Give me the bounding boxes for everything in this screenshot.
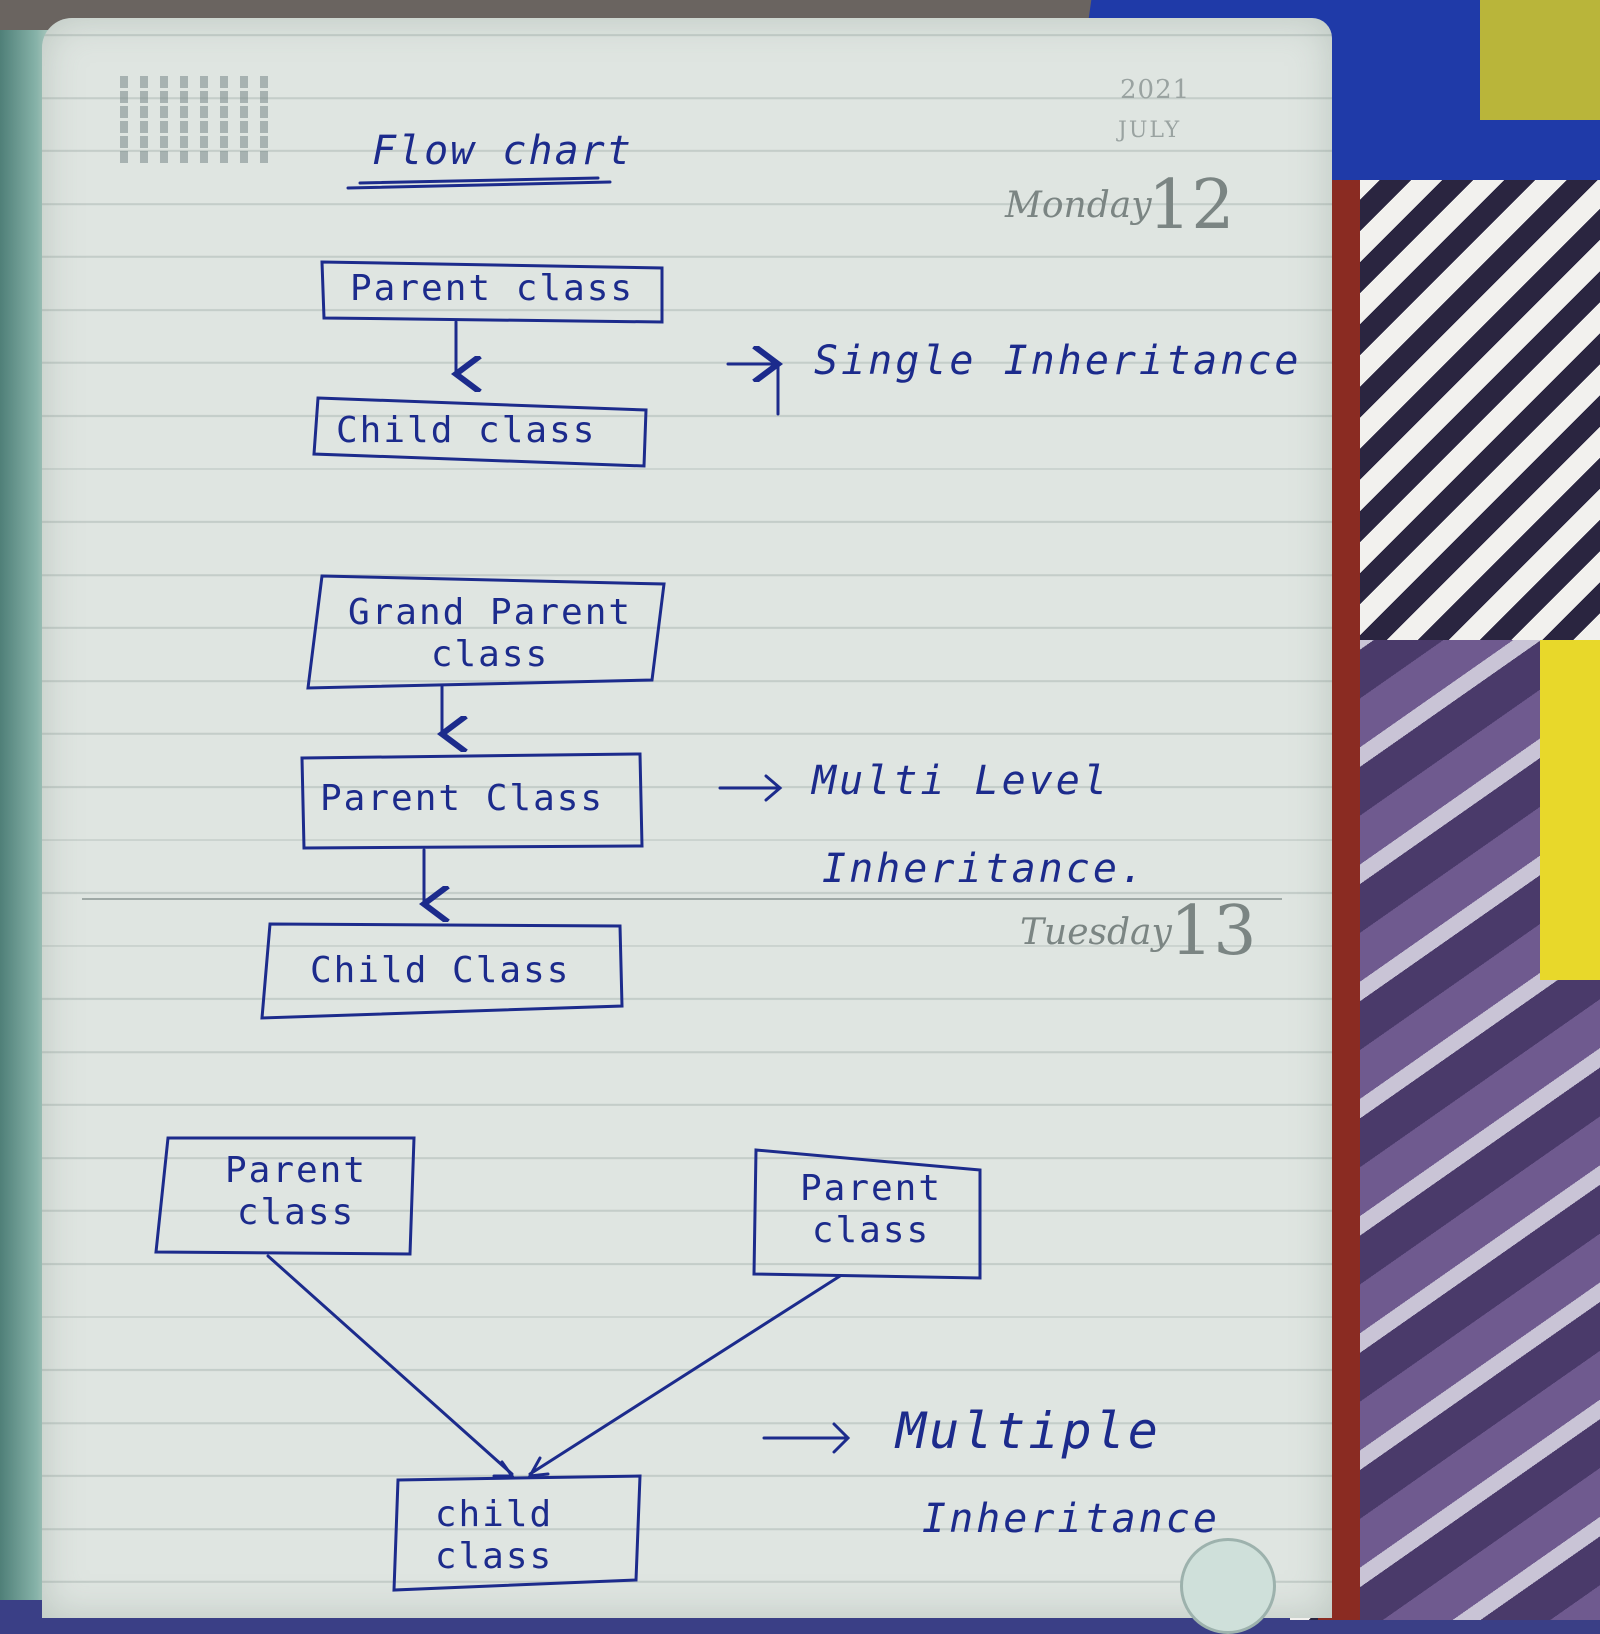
label-child-multiple: child class bbox=[434, 1494, 554, 1577]
label-child-multilevel: Child Class bbox=[310, 950, 571, 991]
box-parent-right bbox=[752, 1148, 982, 1280]
diagram-ink bbox=[154, 176, 982, 1592]
label-grandparent: Grand Parent class bbox=[347, 592, 633, 675]
note-multiple-line1: Multiple bbox=[896, 1402, 1161, 1460]
box-child-multiple bbox=[392, 1474, 642, 1592]
note-single-inheritance: Single Inheritance bbox=[814, 338, 1302, 384]
arrow-icon-multilevel bbox=[718, 774, 783, 802]
note-multilevel-line1: Multi Level bbox=[812, 758, 1110, 804]
label-child-single: Child class bbox=[336, 410, 597, 451]
printed-month: JULY bbox=[1118, 118, 1182, 143]
label-parent-right: Parent class bbox=[799, 1168, 943, 1251]
date-number-12: 12 bbox=[1148, 166, 1235, 245]
label-parent-multilevel: Parent Class bbox=[320, 778, 605, 819]
box-grandparent bbox=[306, 574, 666, 690]
arrowheads-child bbox=[492, 1456, 550, 1478]
printed-year: 2021 bbox=[1120, 75, 1191, 105]
day-divider bbox=[82, 898, 1282, 900]
day-label-monday: Monday bbox=[1005, 185, 1152, 226]
box-parent-multilevel bbox=[300, 752, 644, 850]
arrow-icon-single bbox=[726, 350, 779, 378]
mini-calendar bbox=[120, 73, 280, 193]
yellow-object bbox=[1480, 0, 1600, 120]
line-right-to-child bbox=[528, 1274, 842, 1476]
box-parent-left bbox=[154, 1136, 416, 1256]
page-title: Flow chart bbox=[372, 128, 633, 174]
note-multilevel-line2: Inheritance. bbox=[822, 846, 1147, 892]
label-parent-single: Parent class bbox=[350, 268, 635, 309]
box-parent-single bbox=[320, 260, 664, 324]
box-child-single bbox=[312, 396, 648, 468]
label-parent-left: Parent class bbox=[224, 1150, 368, 1233]
arrow-icon-multiple bbox=[762, 1422, 851, 1454]
notebook-page bbox=[42, 18, 1332, 1618]
box-child-multilevel bbox=[260, 922, 624, 1020]
yellow-strip bbox=[1540, 640, 1600, 980]
title-underline bbox=[346, 180, 612, 190]
date-number-13: 13 bbox=[1170, 892, 1257, 971]
note-multiple-line2: Inheritance bbox=[922, 1496, 1220, 1542]
line-left-to-child bbox=[266, 1254, 514, 1476]
day-label-tuesday: Tuesday bbox=[1020, 912, 1172, 953]
